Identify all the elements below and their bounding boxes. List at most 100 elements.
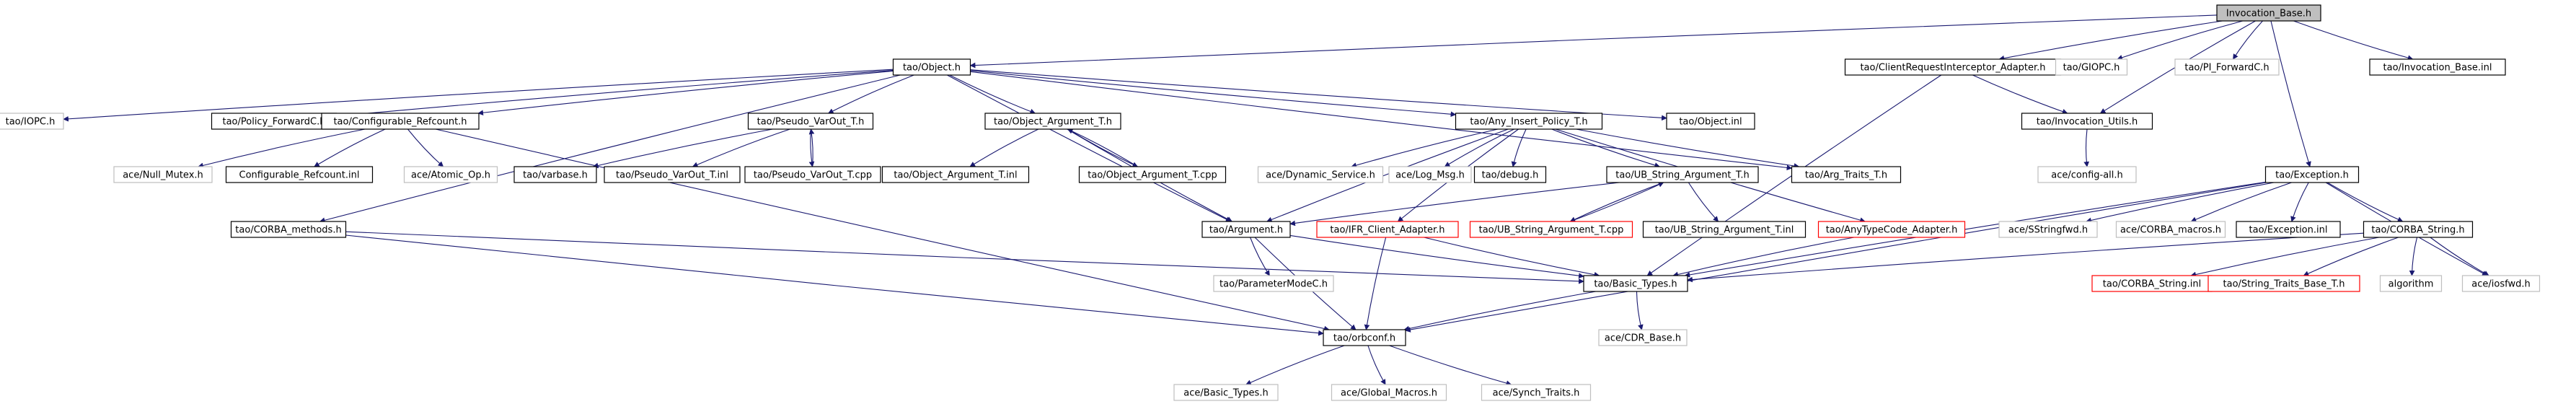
node-box bbox=[1257, 166, 1384, 183]
node-configurable-refcount-inl[interactable]: Configurable_Refcount.inl bbox=[225, 166, 374, 183]
node-box bbox=[2461, 275, 2541, 292]
node-tao-object-inl[interactable]: tao/Object.inl bbox=[1666, 113, 1755, 130]
node-tao-ub-string-argument-t-inl[interactable]: tao/UB_String_Argument_T.inl bbox=[1642, 221, 1807, 238]
node-ace-config-all-h[interactable]: ace/config-all.h bbox=[2037, 166, 2137, 183]
node-box bbox=[1078, 166, 1227, 183]
node-ace-null-mutex-h[interactable]: ace/Null_Mutex.h bbox=[113, 166, 213, 183]
node-label: tao/Pseudo_VarOut_T.h bbox=[757, 117, 865, 128]
edge-tao-argument-h-to-tao-parametermodec-h bbox=[1250, 237, 1270, 276]
node-label: tao/Pseudo_VarOut_T.inl bbox=[616, 170, 728, 181]
node-tao-exception-inl[interactable]: tao/Exception.inl bbox=[2236, 221, 2341, 238]
node-tao-varbase-h[interactable]: tao/varbase.h bbox=[513, 166, 597, 183]
node-label: tao/Exception.h bbox=[2275, 170, 2349, 181]
node-ace-corba-macros-h[interactable]: ace/CORBA_macros.h bbox=[2115, 221, 2226, 238]
node-label: tao/ClientRequestInterceptor_Adapter.h bbox=[1860, 63, 2045, 74]
node-label: Configurable_Refcount.inl bbox=[239, 170, 360, 181]
node-tao-pi-forwardc-h[interactable]: tao/PI_ForwardC.h bbox=[2174, 58, 2280, 76]
node-tao-any-insert-policy-t-h[interactable]: tao/Any_Insert_Policy_T.h bbox=[1455, 113, 1603, 130]
node-tao-iopc-h[interactable]: tao/IOPC.h bbox=[0, 113, 64, 130]
nodes-layer: Invocation_Base.h tao/Object.h tao/ClientR… bbox=[0, 4, 2541, 401]
node-label: ace/Global_Macros.h bbox=[1341, 388, 1437, 399]
node-label: tao/GIOPC.h bbox=[2063, 63, 2120, 74]
node-tao-debug-h[interactable]: tao/debug.h bbox=[1473, 166, 1547, 183]
node-box bbox=[892, 58, 971, 76]
node-box bbox=[2264, 166, 2360, 183]
node-box bbox=[1598, 329, 1688, 346]
node-tao-ub-string-argument-t-cpp[interactable]: tao/UB_String_Argument_T.cpp bbox=[1469, 221, 1633, 238]
edge-tao-corba-string-h-to-tao-corba-string-inl bbox=[2190, 237, 2379, 278]
node-tao-object-h[interactable]: tao/Object.h bbox=[892, 58, 971, 76]
node-tao-argument-h[interactable]: tao/Argument.h bbox=[1201, 221, 1291, 238]
node-ace-atomic-op-h[interactable]: ace/Atomic_Op.h bbox=[403, 166, 498, 183]
node-box bbox=[1469, 221, 1633, 238]
edge-tao-object-h-to-tao-arg-traits-t-h bbox=[970, 71, 1793, 171]
node-box bbox=[1583, 275, 1688, 292]
node-label: tao/Configurable_Refcount.h bbox=[333, 117, 467, 128]
node-box bbox=[225, 166, 374, 183]
node-box bbox=[1316, 221, 1459, 238]
node-box bbox=[1213, 275, 1334, 292]
node-label: tao/Object_Argument_T.inl bbox=[894, 170, 1017, 181]
node-tao-pseudo-varout-t-inl[interactable]: tao/Pseudo_VarOut_T.inl bbox=[604, 166, 741, 183]
node-box bbox=[2216, 4, 2321, 22]
node-ace-iosfwd-h[interactable]: ace/iosfwd.h bbox=[2461, 275, 2541, 292]
node-ace-global-macros-h[interactable]: ace/Global_Macros.h bbox=[1331, 384, 1447, 401]
edge-tao-any-insert-policy-t-h-to-tao-ub-string-argument-t-h bbox=[1551, 128, 1661, 168]
node-tao-orbconf-h[interactable]: tao/orbconf.h bbox=[1323, 329, 1406, 346]
node-tao-object-argument-t-inl[interactable]: tao/Object_Argument_T.inl bbox=[881, 166, 1030, 183]
edge-tao-exception-h-to-tao-exception-inl bbox=[2290, 182, 2309, 222]
node-box bbox=[747, 113, 874, 130]
node-ace-dynamic-service-h[interactable]: ace/Dynamic_Service.h bbox=[1257, 166, 1384, 183]
node-tao-parametermodec-h[interactable]: tao/ParameterModeC.h bbox=[1213, 275, 1334, 292]
node-box bbox=[881, 166, 1030, 183]
edge-tao-configurable-refcount-h-to-configurable-refcount-inl bbox=[314, 128, 386, 167]
node-ace-sstringfwd-h[interactable]: ace/SStringfwd.h bbox=[1998, 221, 2098, 238]
node-label: ace/Log_Msg.h bbox=[1395, 170, 1465, 181]
node-tao-object-argument-t-h[interactable]: tao/Object_Argument_T.h bbox=[984, 113, 1121, 130]
edge-tao-object-h-to-tao-object-argument-t-h bbox=[949, 74, 1036, 115]
node-tao-basic-types-h[interactable]: tao/Basic_Types.h bbox=[1583, 275, 1688, 292]
node-label: ace/CORBA_macros.h bbox=[2120, 225, 2221, 236]
node-label: ace/Atomic_Op.h bbox=[411, 170, 490, 181]
node-tao-string-traits-base-t-h[interactable]: tao/String_Traits_Base_T.h bbox=[2207, 275, 2360, 292]
node-tao-invocation-utils-h[interactable]: tao/Invocation_Utils.h bbox=[2021, 113, 2153, 130]
node-tao-ub-string-argument-t-h[interactable]: tao/UB_String_Argument_T.h bbox=[1606, 166, 1759, 183]
node-ace-cdr-base-h[interactable]: ace/CDR_Base.h bbox=[1598, 329, 1688, 346]
node-label: ace/Null_Mutex.h bbox=[123, 170, 203, 181]
node-tao-corba-string-inl[interactable]: tao/CORBA_String.inl bbox=[2091, 275, 2213, 292]
edge-invocation-base-h-to-tao-exception-h bbox=[2270, 20, 2311, 167]
node-label: tao/Object_Argument_T.h bbox=[994, 117, 1112, 128]
node-tao-corba-string-h[interactable]: tao/CORBA_String.h bbox=[2363, 221, 2474, 238]
node-label: tao/Basic_Types.h bbox=[1594, 279, 1677, 290]
node-tao-arg-traits-t-h[interactable]: tao/Arg_Traits_T.h bbox=[1791, 166, 1902, 183]
node-box bbox=[1173, 384, 1279, 401]
edge-tao-orbconf-h-to-ace-basic-types-h bbox=[1245, 345, 1345, 385]
node-ace-basic-types-h[interactable]: ace/Basic_Types.h bbox=[1173, 384, 1279, 401]
edge-tao-object-h-to-tao-any-insert-policy-t-h bbox=[970, 70, 1457, 118]
node-tao-invocation-base-inl[interactable]: tao/Invocation_Base.inl bbox=[2369, 58, 2506, 76]
node-algorithm[interactable]: algorithm bbox=[2379, 275, 2443, 292]
edge-tao-object-h-to-tao-iopc-h bbox=[63, 69, 894, 122]
node-tao-ifr-client-adapter-h[interactable]: tao/IFR_Client_Adapter.h bbox=[1316, 221, 1459, 238]
node-ace-synch-traits-h[interactable]: ace/Synch_Traits.h bbox=[1481, 384, 1592, 401]
node-label: tao/orbconf.h bbox=[1333, 333, 1395, 344]
node-label: tao/UB_String_Argument_T.inl bbox=[1655, 225, 1794, 236]
node-tao-pseudo-varout-t-cpp[interactable]: tao/Pseudo_VarOut_T.cpp bbox=[744, 166, 881, 183]
node-tao-corba-methods-h[interactable]: tao/CORBA_methods.h bbox=[230, 221, 347, 238]
node-ace-log-msg-h[interactable]: ace/Log_Msg.h bbox=[1388, 166, 1472, 183]
node-label: tao/Exception.inl bbox=[2249, 225, 2328, 236]
edge-tao-clientrequestinterceptor-adapter-h-to-tao-invocation-utils-h bbox=[1972, 74, 2068, 115]
node-tao-clientrequestinterceptor-adapter-h[interactable]: tao/ClientRequestInterceptor_Adapter.h bbox=[1844, 58, 2062, 76]
node-box bbox=[1791, 166, 1902, 183]
node-box bbox=[1201, 221, 1291, 238]
node-box bbox=[403, 166, 498, 183]
node-label: tao/CORBA_methods.h bbox=[235, 225, 341, 236]
node-tao-pseudo-varout-t-h[interactable]: tao/Pseudo_VarOut_T.h bbox=[747, 113, 874, 130]
node-invocation-base-h[interactable]: Invocation_Base.h bbox=[2216, 4, 2321, 22]
node-tao-exception-h[interactable]: tao/Exception.h bbox=[2264, 166, 2360, 183]
node-tao-policy-forwardc-h[interactable]: tao/Policy_ForwardC.h bbox=[211, 113, 338, 130]
node-tao-object-argument-t-cpp[interactable]: tao/Object_Argument_T.cpp bbox=[1078, 166, 1227, 183]
node-tao-giopc-h[interactable]: tao/GIOPC.h bbox=[2055, 58, 2128, 76]
node-tao-configurable-refcount-h[interactable]: tao/Configurable_Refcount.h bbox=[321, 113, 480, 130]
node-tao-anytypecode-adapter-h[interactable]: tao/AnyTypeCode_Adapter.h bbox=[1817, 221, 1966, 238]
